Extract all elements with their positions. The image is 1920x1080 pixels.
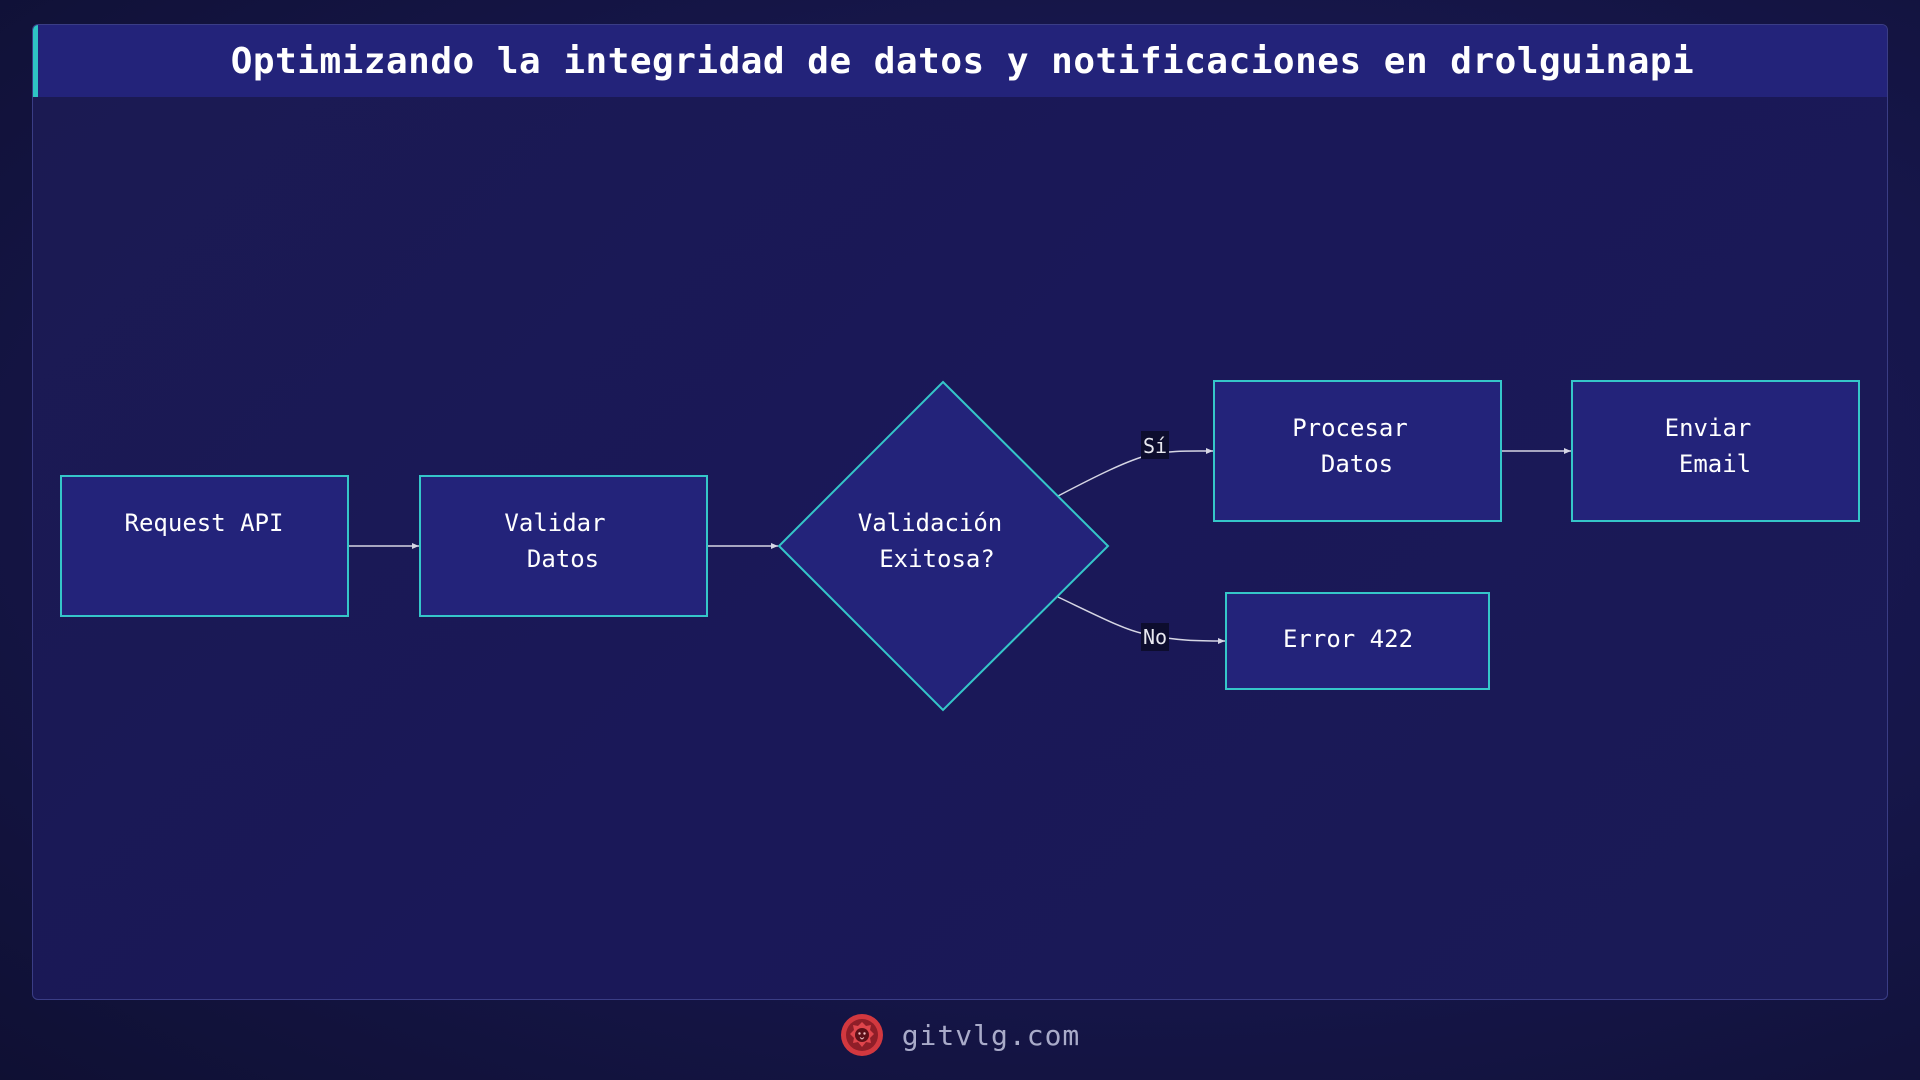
- node-validacion-exitosa-label-line1: Validación: [858, 509, 1003, 537]
- node-validar-datos-label-line1: Validar: [504, 509, 605, 537]
- edge-label-no: No: [1143, 625, 1167, 649]
- node-validacion-exitosa: [777, 380, 1110, 712]
- node-enviar-email-label-line2: Email: [1679, 450, 1751, 478]
- edge-label-yes: Sí: [1143, 434, 1167, 458]
- node-procesar-datos-label-line2: Datos: [1321, 450, 1393, 478]
- node-error-422-label: Error 422: [1283, 625, 1413, 653]
- page-title: Optimizando la integridad de datos y not…: [230, 40, 1695, 82]
- lion-logo-icon: [840, 1014, 883, 1056]
- edge-label-no-bg: [1141, 623, 1169, 651]
- node-validar-datos-label-line2: Datos: [527, 545, 599, 573]
- footer: gitvlg.com: [0, 1010, 1920, 1060]
- title-bar: Optimizando la integridad de datos y not…: [33, 25, 1887, 97]
- node-request-api-label: Request API: [125, 509, 284, 537]
- node-error-422: [1225, 592, 1490, 690]
- edge-decision-yes: [1057, 447, 1214, 497]
- edge-label-yes-bg: [1141, 431, 1169, 459]
- node-request-api: [60, 475, 349, 617]
- node-validar-datos: [419, 475, 708, 617]
- node-enviar-email-label-line1: Enviar: [1665, 414, 1752, 442]
- node-procesar-datos: [1213, 380, 1502, 522]
- node-enviar-email: [1571, 380, 1860, 522]
- footer-site-link[interactable]: gitvlg.com: [901, 1018, 1081, 1052]
- node-validacion-exitosa-label-line2: Exitosa?: [879, 545, 995, 573]
- node-procesar-datos-label-line1: Procesar: [1292, 414, 1408, 442]
